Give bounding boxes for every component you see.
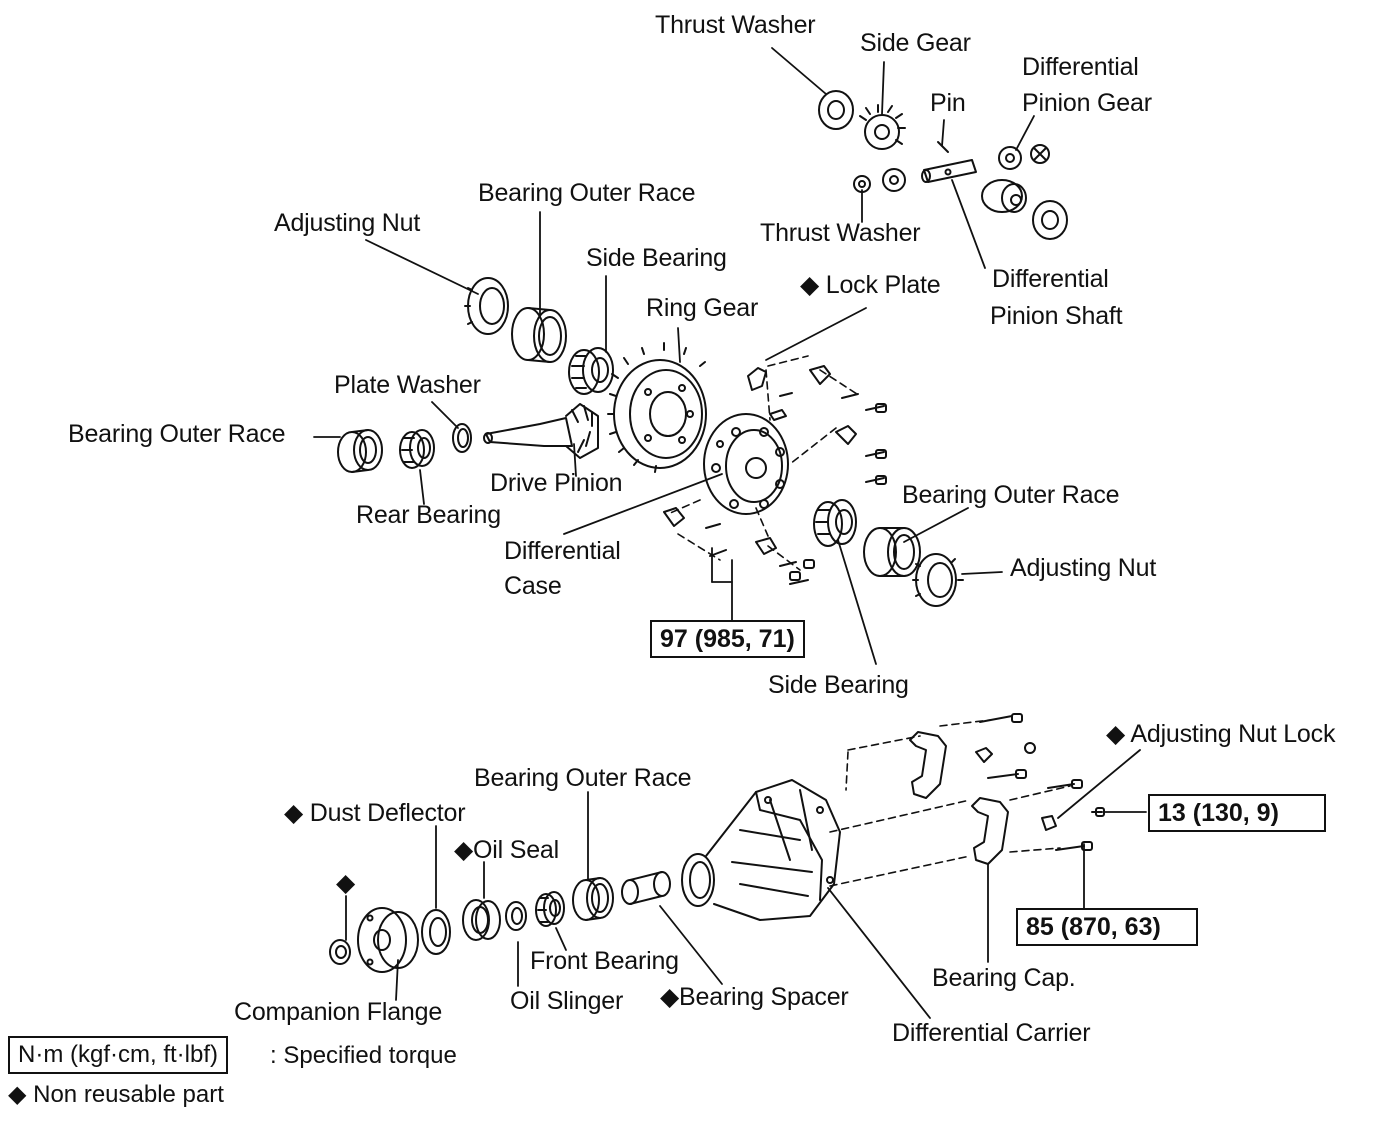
label-companion-flange: Companion Flange xyxy=(234,998,443,1026)
label-differential-pinion-shaft-2: Pinion Shaft xyxy=(990,302,1123,330)
side-bearing-bottom xyxy=(813,499,857,547)
label-nut-diamond: ◆ xyxy=(336,869,356,897)
bearing-spacer xyxy=(621,871,671,905)
label-plate-washer: Plate Washer xyxy=(334,371,481,399)
label-front-bearing: Front Bearing xyxy=(530,947,679,975)
label-adjusting-nut-left: Adjusting Nut xyxy=(274,209,421,237)
label-differential-pinion-shaft-1: Differential xyxy=(992,265,1109,293)
label-differential-case-2: Case xyxy=(504,572,562,600)
leader-lines-lower xyxy=(345,749,1147,1019)
label-oil-slinger: Oil Slinger xyxy=(510,987,624,1015)
rear-bearing xyxy=(399,429,435,469)
differential-carrier xyxy=(681,779,841,921)
lock-plates-bolts xyxy=(663,365,887,585)
flange-nut xyxy=(329,939,351,965)
label-rear-bearing: Rear Bearing xyxy=(356,501,501,529)
bearing-outer-race-left xyxy=(337,429,383,473)
thrust-washer-mid xyxy=(853,168,906,193)
label-differential-carrier: Differential Carrier xyxy=(892,1019,1091,1047)
side-gear xyxy=(859,104,906,150)
oil-seal xyxy=(462,899,501,941)
thrust-washer-top xyxy=(818,90,854,130)
label-lock-plate: ◆ Lock Plate xyxy=(800,271,941,299)
legend-non-reusable: ◆ Non reusable part xyxy=(8,1081,224,1108)
cap-bolts xyxy=(975,713,1105,851)
label-adjusting-nut-lock: ◆ Adjusting Nut Lock xyxy=(1106,720,1336,748)
label-pin: Pin xyxy=(930,89,966,117)
drive-pinion xyxy=(483,403,599,459)
ring-gear xyxy=(607,342,707,473)
label-differential-pinion-gear-2: Pinion Gear xyxy=(1022,89,1152,117)
side-bearing-top xyxy=(568,347,614,395)
dust-deflector xyxy=(421,909,451,955)
bearing-outer-race-lower xyxy=(572,877,614,921)
thrust-washer-right xyxy=(1032,200,1068,240)
legend-torque-unit: N·m (kgf·cm, ft·lbf) xyxy=(8,1036,228,1074)
legend-torque-desc: : Specified torque xyxy=(270,1042,457,1069)
label-bearing-cap: Bearing Cap. xyxy=(932,964,1076,992)
adjusting-nut-left xyxy=(464,277,509,335)
companion-flange xyxy=(357,907,419,973)
leader-lines-upper xyxy=(313,47,1035,665)
label-oil-seal: ◆Oil Seal xyxy=(454,836,559,864)
label-bearing-outer-race-top: Bearing Outer Race xyxy=(478,179,696,207)
torque-case-bolts: 97 (985, 71) xyxy=(650,620,805,658)
label-dust-deflector: ◆ Dust Deflector xyxy=(284,799,466,827)
bearing-caps xyxy=(909,731,1009,865)
pin xyxy=(937,141,949,153)
front-bearing xyxy=(535,891,565,927)
torque-bearing-cap-bolts: 85 (870, 63) xyxy=(1016,908,1198,946)
label-thrust-washer-mid: Thrust Washer xyxy=(760,219,921,247)
differential-case xyxy=(703,413,789,515)
bearing-outer-race-right xyxy=(863,527,921,577)
bearing-outer-race-top xyxy=(511,307,567,363)
differential-pinion-gear xyxy=(998,144,1050,170)
side-gear-right xyxy=(981,179,1027,213)
plate-washer xyxy=(452,423,472,453)
adjusting-nut-right xyxy=(912,553,964,607)
label-ring-gear: Ring Gear xyxy=(646,294,759,322)
label-bearing-spacer: ◆Bearing Spacer xyxy=(660,983,849,1011)
label-side-gear: Side Gear xyxy=(860,29,971,57)
label-drive-pinion: Drive Pinion xyxy=(490,469,623,497)
label-adjusting-nut-right: Adjusting Nut xyxy=(1010,554,1157,582)
label-differential-case-1: Differential xyxy=(504,537,621,565)
oil-slinger xyxy=(505,901,527,931)
label-side-bearing-top: Side Bearing xyxy=(586,244,727,272)
differential-pinion-shaft xyxy=(921,159,977,183)
label-bearing-outer-race-right: Bearing Outer Race xyxy=(902,481,1120,509)
label-bearing-outer-race-left: Bearing Outer Race xyxy=(68,420,286,448)
torque-nut-lock-bolt: 13 (130, 9) xyxy=(1148,794,1326,832)
label-differential-pinion-gear-1: Differential xyxy=(1022,53,1139,81)
label-bearing-outer-race-lower: Bearing Outer Race xyxy=(474,764,692,792)
label-side-bearing-bottom: Side Bearing xyxy=(768,671,909,699)
label-thrust-washer-top: Thrust Washer xyxy=(655,11,816,39)
